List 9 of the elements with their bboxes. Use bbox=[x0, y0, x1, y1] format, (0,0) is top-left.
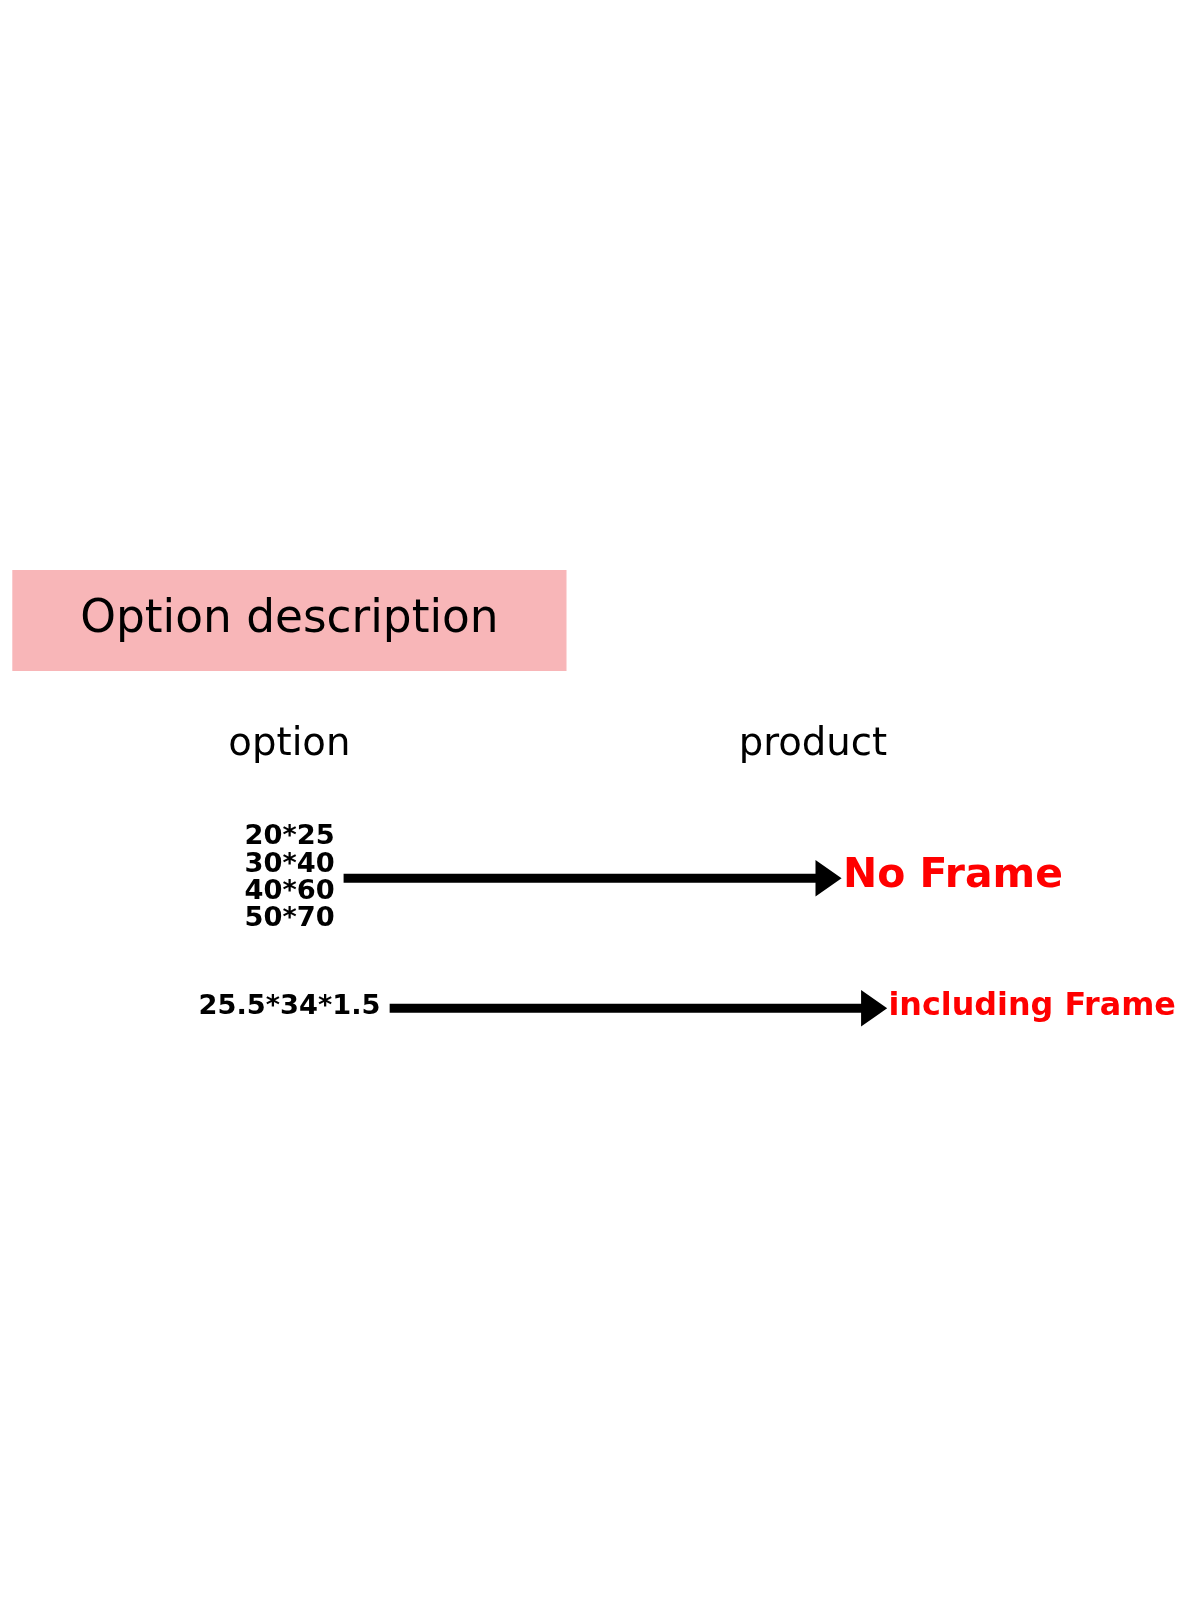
node-box: Option description bbox=[12, 569, 567, 671]
label: option bbox=[228, 718, 351, 764]
node-text: No Frame bbox=[843, 848, 1063, 897]
arrow bbox=[389, 989, 888, 1027]
label: product bbox=[738, 718, 888, 764]
node-text: including Frame bbox=[888, 984, 1176, 1022]
arrow bbox=[343, 859, 842, 897]
node-text: 20*25 30*40 40*60 50*70 bbox=[244, 818, 335, 932]
node-text: 25.5*34*1.5 bbox=[198, 988, 381, 1020]
